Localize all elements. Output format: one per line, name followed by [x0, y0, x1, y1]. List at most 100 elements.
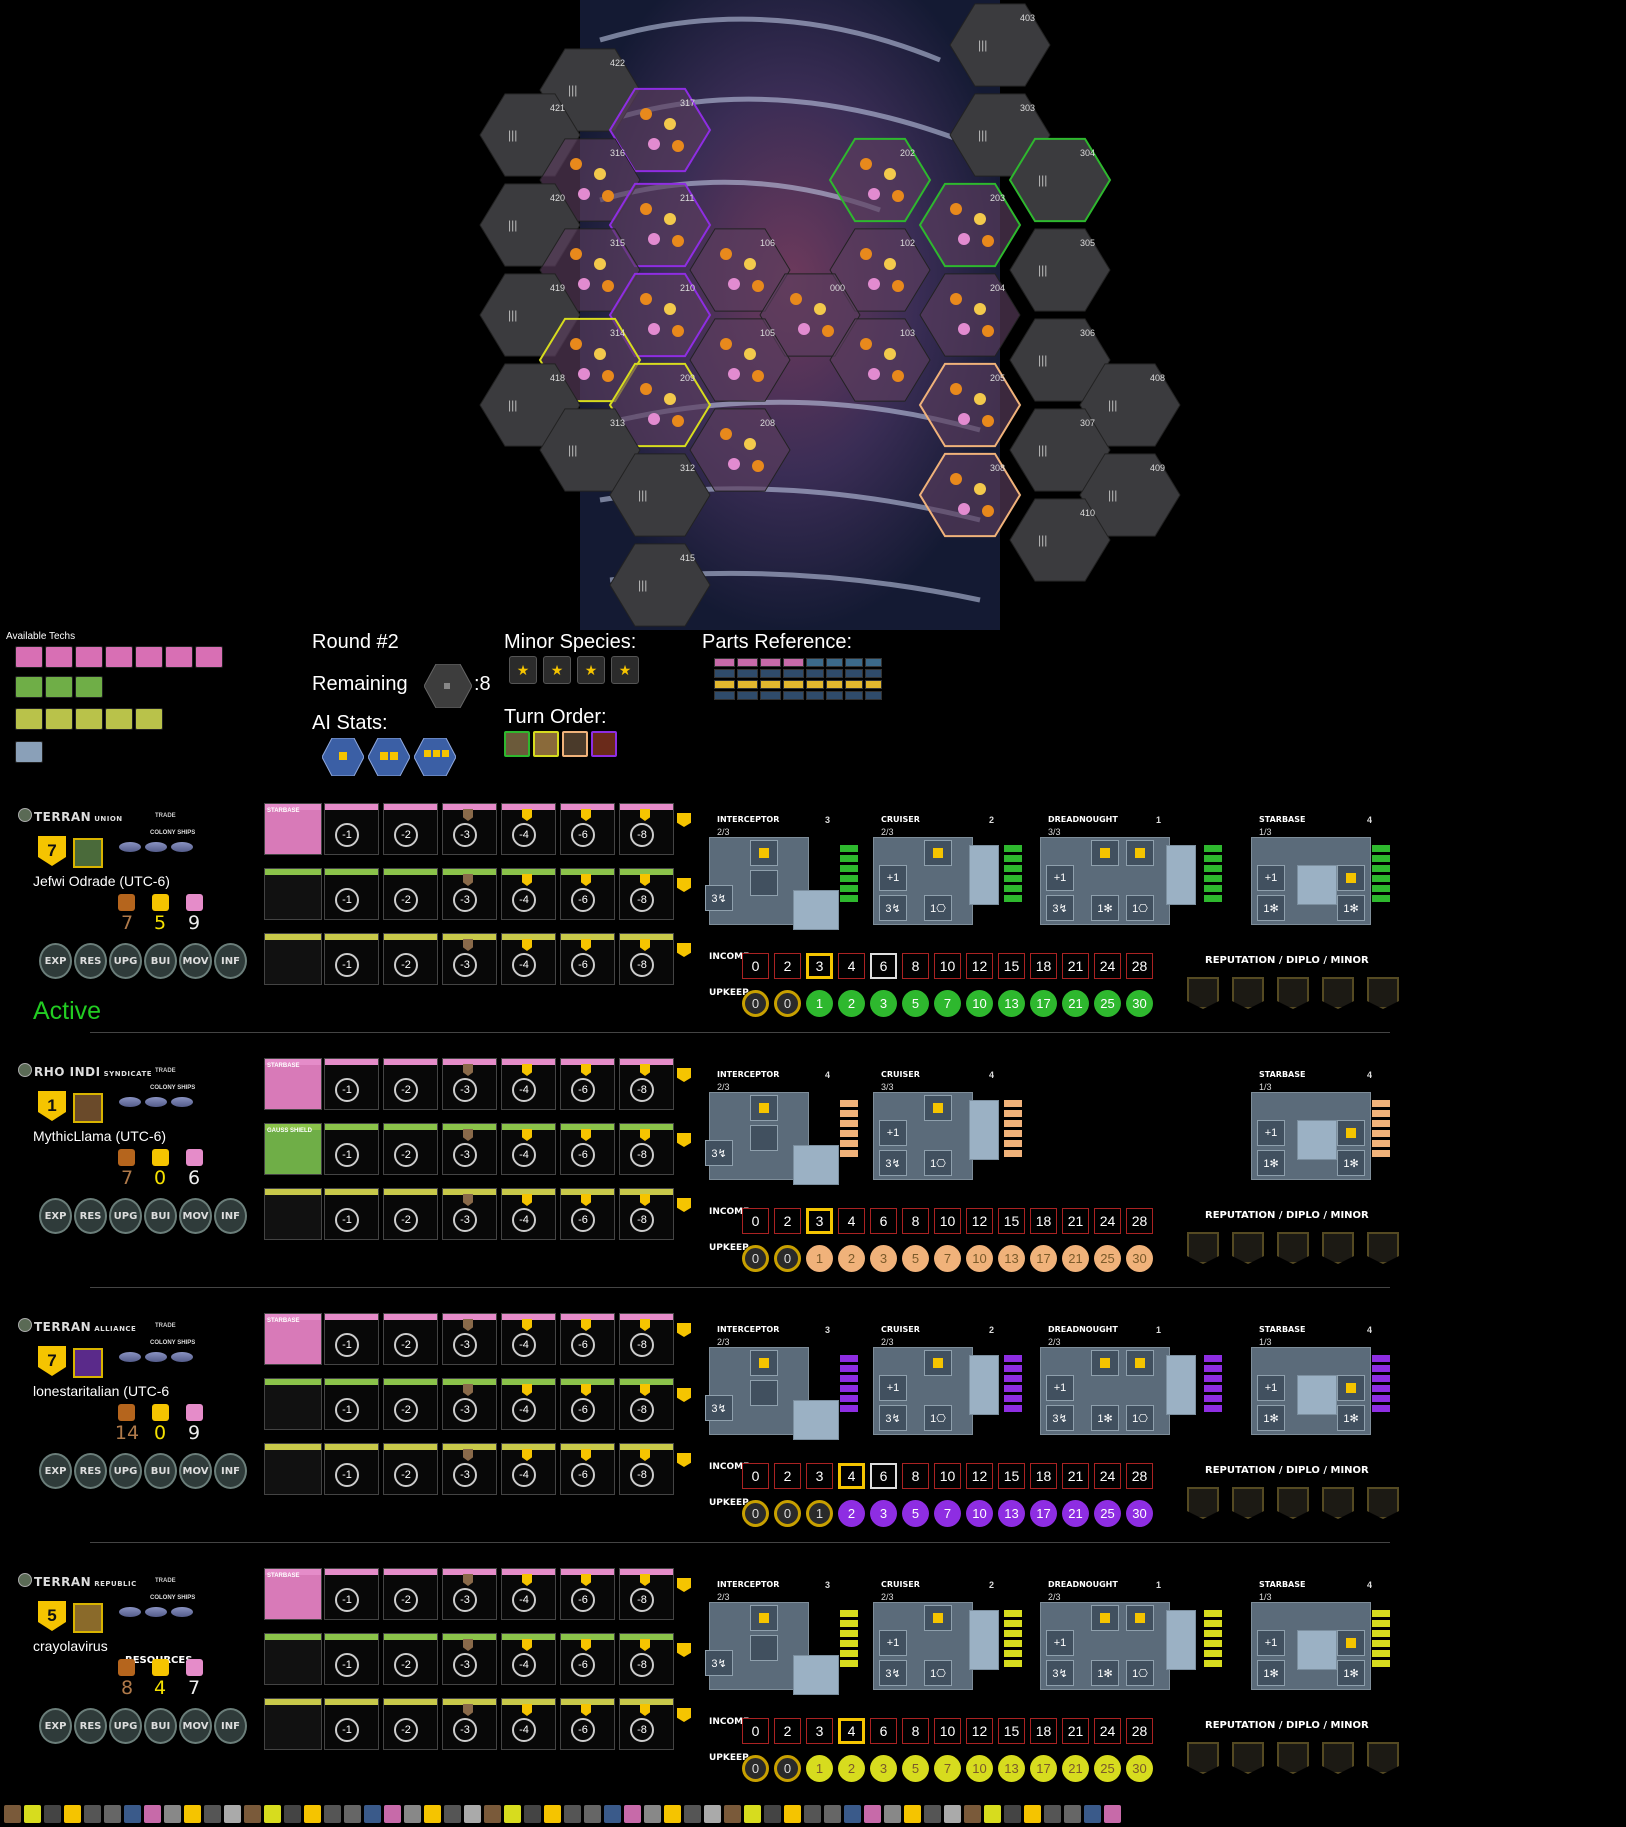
- supply-tile-icon[interactable]: [184, 1804, 201, 1823]
- tech-track-first-slot[interactable]: [264, 1443, 322, 1495]
- supply-tile-icon[interactable]: [884, 1804, 901, 1823]
- supply-tile-icon[interactable]: [144, 1804, 161, 1823]
- ship-part-slot[interactable]: 3↯: [879, 1660, 907, 1686]
- tech-track-first-slot[interactable]: STARBASE: [264, 1313, 322, 1365]
- ship-part-slot[interactable]: [750, 870, 778, 896]
- tech-track-slot[interactable]: -3: [442, 1698, 497, 1750]
- supply-tile-icon[interactable]: [24, 1804, 41, 1823]
- tech-track-slot[interactable]: -4: [501, 1188, 556, 1240]
- tech-track-slot[interactable]: -4: [501, 1568, 556, 1620]
- supply-tile-icon[interactable]: [504, 1804, 521, 1823]
- parts-reference-card-1[interactable]: [714, 658, 804, 700]
- sector-hex[interactable]: 102: [829, 228, 931, 312]
- ship-part-slot[interactable]: +1: [1257, 1375, 1285, 1401]
- tech-track-slot[interactable]: -3: [442, 1633, 497, 1685]
- tech-track-slot[interactable]: -2: [383, 1698, 438, 1750]
- tech-card[interactable]: [45, 646, 73, 668]
- tech-track-slot[interactable]: -8: [619, 1058, 674, 1110]
- ship-part-slot[interactable]: 1✻: [1091, 1660, 1119, 1686]
- sector-hex[interactable]: 210: [608, 272, 712, 358]
- supply-tile-icon[interactable]: [684, 1804, 701, 1823]
- tech-card[interactable]: [105, 708, 133, 730]
- sector-hex[interactable]: 103: [829, 318, 931, 402]
- reputation-slot[interactable]: [1232, 1742, 1264, 1774]
- ship-part-slot[interactable]: +1: [879, 1630, 907, 1656]
- ship-part-slot[interactable]: 1✻: [1257, 895, 1285, 921]
- supply-tile-icon[interactable]: [104, 1804, 121, 1823]
- action-bui-button[interactable]: BUI: [144, 1198, 177, 1234]
- sector-hex[interactable]: 203: [918, 182, 1022, 268]
- tech-track-slot[interactable]: -4: [501, 1123, 556, 1175]
- tech-track-slot[interactable]: -2: [383, 1123, 438, 1175]
- supply-tile-icon[interactable]: [1004, 1804, 1021, 1823]
- ship-part-slot[interactable]: 1✻: [1337, 895, 1365, 921]
- sector-hex[interactable]: |||408: [1079, 363, 1181, 447]
- ship-part-slot[interactable]: 3↯: [1046, 1405, 1074, 1431]
- sector-hex[interactable]: 209: [608, 362, 712, 448]
- supply-tile-icon[interactable]: [964, 1804, 981, 1823]
- action-upg-button[interactable]: UPG: [109, 1708, 142, 1744]
- ship-part-slot[interactable]: 1✻: [1257, 1150, 1285, 1176]
- action-mov-button[interactable]: MOV: [179, 1198, 212, 1234]
- tech-card[interactable]: [15, 741, 43, 763]
- action-inf-button[interactable]: INF: [214, 1453, 247, 1489]
- supply-tile-icon[interactable]: [164, 1804, 181, 1823]
- tech-track-slot[interactable]: -4: [501, 1443, 556, 1495]
- tech-track-first-slot[interactable]: STARBASE: [264, 803, 322, 855]
- action-res-button[interactable]: RES: [74, 1708, 107, 1744]
- action-exp-button[interactable]: EXP: [39, 943, 72, 979]
- tech-track-slot[interactable]: -2: [383, 803, 438, 855]
- supply-tile-icon[interactable]: [1084, 1804, 1101, 1823]
- action-inf-button[interactable]: INF: [214, 943, 247, 979]
- reputation-slot[interactable]: [1187, 1742, 1219, 1774]
- ship-part-slot[interactable]: 3↯: [1046, 895, 1074, 921]
- ship-part-slot[interactable]: [1337, 865, 1365, 891]
- ship-part-slot[interactable]: 1✻: [1337, 1150, 1365, 1176]
- tech-track-slot[interactable]: -3: [442, 803, 497, 855]
- colony-ship-icon[interactable]: [119, 1097, 141, 1107]
- reputation-slot[interactable]: [1232, 1232, 1264, 1264]
- tech-card[interactable]: [15, 708, 43, 730]
- supply-tile-icon[interactable]: [564, 1804, 581, 1823]
- ship-part-slot[interactable]: [1091, 840, 1119, 866]
- ship-part-slot[interactable]: 3↯: [705, 1650, 733, 1676]
- supply-tile-icon[interactable]: [624, 1804, 641, 1823]
- ship-part-slot[interactable]: 3↯: [879, 1150, 907, 1176]
- tech-track-slot[interactable]: -4: [501, 933, 556, 985]
- tech-track-slot[interactable]: -4: [501, 1698, 556, 1750]
- ship-part-slot[interactable]: 3↯: [879, 895, 907, 921]
- ship-part-slot[interactable]: [924, 1605, 952, 1631]
- action-exp-button[interactable]: EXP: [39, 1708, 72, 1744]
- tech-track-first-slot[interactable]: GAUSS SHIELD: [264, 1123, 322, 1175]
- ship-part-slot[interactable]: [750, 1380, 778, 1406]
- action-bui-button[interactable]: BUI: [144, 1708, 177, 1744]
- supply-tile-icon[interactable]: [364, 1804, 381, 1823]
- tech-track-slot[interactable]: -2: [383, 1443, 438, 1495]
- tech-track-slot[interactable]: -3: [442, 1188, 497, 1240]
- sector-hex[interactable]: |||403: [949, 3, 1051, 87]
- ship-part-slot[interactable]: +1: [1046, 865, 1074, 891]
- tech-track-slot[interactable]: -8: [619, 1188, 674, 1240]
- tech-track-slot[interactable]: -8: [619, 1633, 674, 1685]
- supply-tile-icon[interactable]: [264, 1804, 281, 1823]
- tech-track-slot[interactable]: -6: [560, 1633, 615, 1685]
- ship-part-slot[interactable]: +1: [879, 865, 907, 891]
- ship-part-slot[interactable]: 3↯: [705, 1140, 733, 1166]
- tech-card[interactable]: [75, 646, 103, 668]
- tech-track-slot[interactable]: -6: [560, 803, 615, 855]
- supply-tile-icon[interactable]: [664, 1804, 681, 1823]
- sector-hex[interactable]: 205: [918, 362, 1022, 448]
- tech-track-first-slot[interactable]: [264, 1188, 322, 1240]
- action-bui-button[interactable]: BUI: [144, 943, 177, 979]
- ship-part-slot[interactable]: 1✻: [1337, 1405, 1365, 1431]
- tech-track-slot[interactable]: -1: [324, 803, 379, 855]
- ai-guardian-icon[interactable]: [368, 738, 410, 776]
- sector-hex[interactable]: |||306: [1009, 318, 1111, 402]
- tech-track-slot[interactable]: -8: [619, 803, 674, 855]
- supply-tile-icon[interactable]: [844, 1804, 861, 1823]
